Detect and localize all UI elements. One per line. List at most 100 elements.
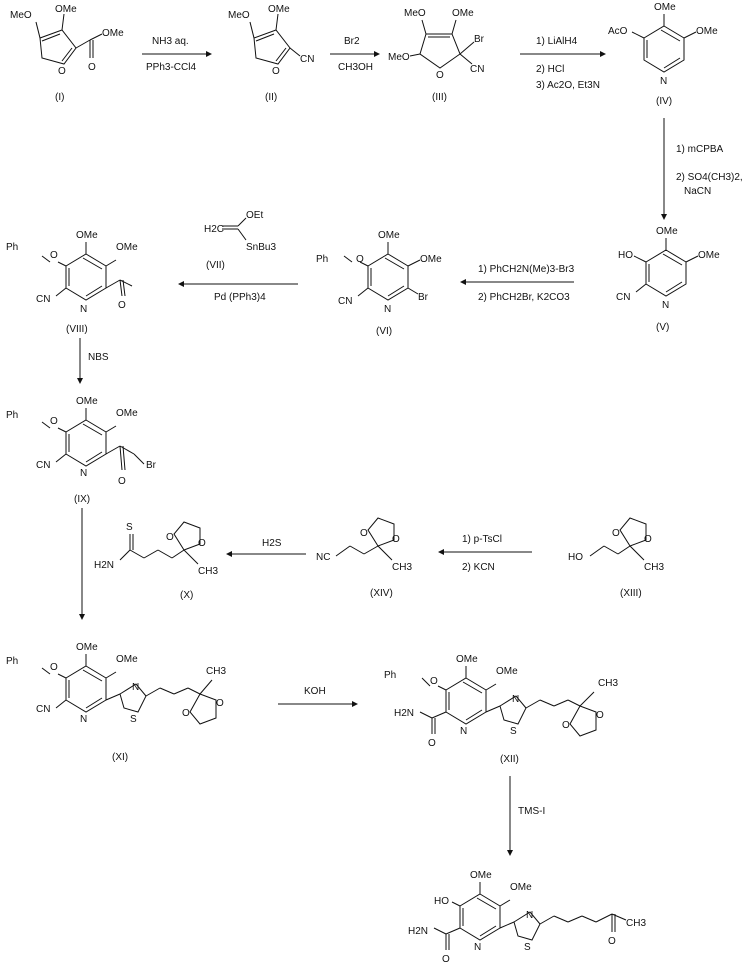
group-o: O	[356, 254, 364, 265]
reaction-arrow-5: 1) PhCH2N(Me)3-Br3 2) PhCH2Br, K2CO3	[460, 264, 575, 303]
reaction-arrow-7: NBS	[77, 338, 109, 384]
group-ph: Ph	[6, 656, 18, 667]
group-o: O	[118, 476, 126, 487]
group-h2n: H2N	[408, 926, 428, 937]
reaction-arrow-9: 1) p-TsCl 2) KCN	[438, 534, 532, 573]
group-o: O	[216, 698, 224, 709]
group-cn: CN	[36, 294, 50, 305]
reaction-arrow-4: 1) mCPBA 2) SO4(CH3)2, NaCN	[661, 118, 743, 220]
group-o: O	[392, 534, 400, 545]
group-o: O	[442, 954, 450, 965]
group-ome: OMe	[116, 242, 138, 253]
group-ome: OMe	[452, 8, 474, 19]
compound-ix: Ph O OMe OMe CN N O Br (IX)	[6, 396, 157, 505]
compound-label-iv: (IV)	[656, 96, 672, 107]
group-o: O	[596, 710, 604, 721]
group-n: N	[660, 76, 667, 87]
group-h2n: H2N	[394, 708, 414, 719]
reaction-arrow-2: Br2 CH3OH	[330, 36, 380, 73]
group-ome: OMe	[656, 226, 678, 237]
group-n: N	[384, 304, 391, 315]
group-meo: MeO	[404, 8, 426, 19]
compound-label-viii: (VIII)	[66, 324, 88, 335]
reagent-text: 1) mCPBA	[676, 144, 724, 155]
group-ome: OMe	[420, 254, 442, 265]
compound-x: S H2N O O CH3 (X)	[94, 521, 218, 601]
group-o: O	[118, 300, 126, 311]
group-n: N	[132, 682, 139, 693]
compound-label-xi: (XI)	[112, 752, 128, 763]
compound-iii: MeO OMe Br MeO O CN (III)	[388, 8, 485, 103]
compound-iv: OMe OMe AcO N (IV)	[608, 2, 718, 107]
group-o: O	[644, 534, 652, 545]
group-snbu3: SnBu3	[246, 242, 276, 253]
group-o: O	[50, 250, 58, 261]
group-br: Br	[474, 34, 485, 45]
group-meo: MeO	[10, 10, 32, 21]
group-ch3: CH3	[206, 666, 226, 677]
group-br: Br	[418, 292, 429, 303]
group-cn: CN	[470, 64, 484, 75]
group-ch3: CH3	[644, 562, 664, 573]
group-ch3: CH3	[598, 678, 618, 689]
reagent-text: TMS-I	[518, 806, 545, 817]
group-ome: OMe	[116, 654, 138, 665]
group-n: N	[460, 726, 467, 737]
group-n: N	[80, 714, 87, 725]
group-o: O	[198, 538, 206, 549]
group-ph: Ph	[316, 254, 328, 265]
reagent-text: NBS	[88, 352, 109, 363]
group-o: O	[88, 62, 96, 73]
reagent-text: 2) PhCH2Br, K2CO3	[478, 292, 570, 303]
group-oet: OEt	[246, 210, 263, 221]
group-ome: OMe	[102, 28, 124, 39]
reagent-text: 2) SO4(CH3)2,	[676, 172, 743, 183]
group-ome: OMe	[268, 4, 290, 15]
group-ch3: CH3	[392, 562, 412, 573]
group-n: N	[474, 942, 481, 953]
group-n: N	[80, 468, 87, 479]
group-s: S	[130, 714, 137, 725]
group-cn: CN	[300, 54, 314, 65]
group-br: Br	[146, 460, 157, 471]
group-cn: CN	[616, 292, 630, 303]
group-ch3: CH3	[198, 566, 218, 577]
reaction-arrow-10: H2S	[226, 538, 306, 557]
compound-vi: Ph O OMe OMe Br CN N (VI)	[316, 230, 442, 337]
reagent-text: NaCN	[684, 186, 711, 197]
reaction-arrow-3: 1) LiAlH4 2) HCl 3) Ac2O, Et3N	[520, 36, 606, 91]
group-cn: CN	[338, 296, 352, 307]
group-ome: OMe	[496, 666, 518, 677]
compound-label-vi: (VI)	[376, 326, 392, 337]
compound-xi: Ph O OMe OMe CN N N S O O CH3 (XI)	[6, 642, 226, 763]
reaction-arrow-8	[79, 508, 85, 620]
reagent-text: 2) KCN	[462, 562, 495, 573]
compound-label-xii: (XII)	[500, 754, 519, 765]
compound-i: MeO OMe O O OMe (I)	[10, 4, 124, 103]
reagent-text: CH3OH	[338, 62, 373, 73]
group-ome: OMe	[76, 642, 98, 653]
group-s: S	[524, 942, 531, 953]
compound-label-ii: (II)	[265, 92, 277, 103]
group-h2c: H2C	[204, 224, 224, 235]
compound-xiv: NC O O CH3 (XIV)	[316, 517, 412, 599]
group-ho: HO	[618, 250, 633, 261]
group-ph: Ph	[6, 242, 18, 253]
reaction-arrow-12: TMS-I	[507, 776, 545, 856]
compound-xiii: HO O O CH3 (XIII)	[568, 517, 664, 599]
group-h2n: H2N	[94, 560, 114, 571]
group-meo: MeO	[388, 52, 410, 63]
group-ome: OMe	[55, 4, 77, 15]
group-o: O	[50, 416, 58, 427]
group-ome: OMe	[76, 396, 98, 407]
group-ph: Ph	[6, 410, 18, 421]
group-o: O	[430, 676, 438, 687]
group-ome: OMe	[378, 230, 400, 241]
group-ome: OMe	[696, 26, 718, 37]
compound-ii: MeO OMe O CN (II)	[228, 4, 314, 103]
compound-label-x: (X)	[180, 590, 193, 601]
group-o: O	[428, 738, 436, 749]
group-meo: MeO	[228, 10, 250, 21]
